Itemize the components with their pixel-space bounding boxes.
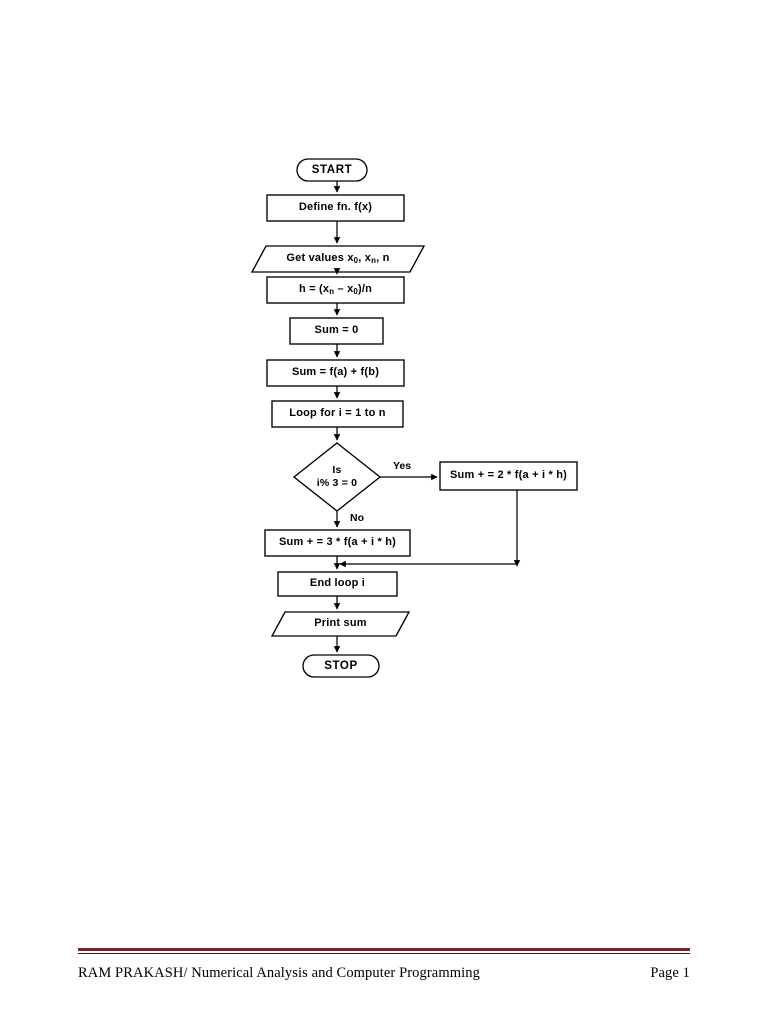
flowchart-diagram: START Define fn. f(x) Get values x0, xn,… [250, 158, 578, 678]
node-sumab-shape [266, 359, 405, 387]
node-loop-shape [271, 400, 404, 428]
node-sum2-shape [439, 461, 578, 491]
node-hcalc-shape [266, 276, 405, 304]
edge-label-no: No [350, 512, 364, 524]
node-define-shape [266, 194, 405, 222]
footer-row: RAM PRAKASH/ Numerical Analysis and Comp… [78, 965, 690, 982]
node-printsum-shape [270, 611, 411, 637]
node-sum3-shape [264, 529, 411, 557]
flowchart-canvas [250, 158, 578, 678]
footer-rule-gap [78, 951, 690, 953]
node-getvalues-shape [250, 245, 426, 273]
edge-label-yes: Yes [393, 460, 412, 472]
node-sumzero-shape [289, 317, 384, 345]
node-start-shape [296, 158, 368, 182]
page-footer: RAM PRAKASH/ Numerical Analysis and Comp… [78, 948, 690, 982]
node-endloop-shape [277, 571, 398, 597]
footer-page-number: Page 1 [650, 965, 690, 981]
footer-rule-thin [78, 952, 690, 954]
footer-author-course: RAM PRAKASH/ Numerical Analysis and Comp… [78, 965, 480, 981]
footer-rule-thick [78, 948, 690, 952]
node-decision-shape [292, 442, 382, 512]
node-stop-shape [302, 654, 380, 678]
